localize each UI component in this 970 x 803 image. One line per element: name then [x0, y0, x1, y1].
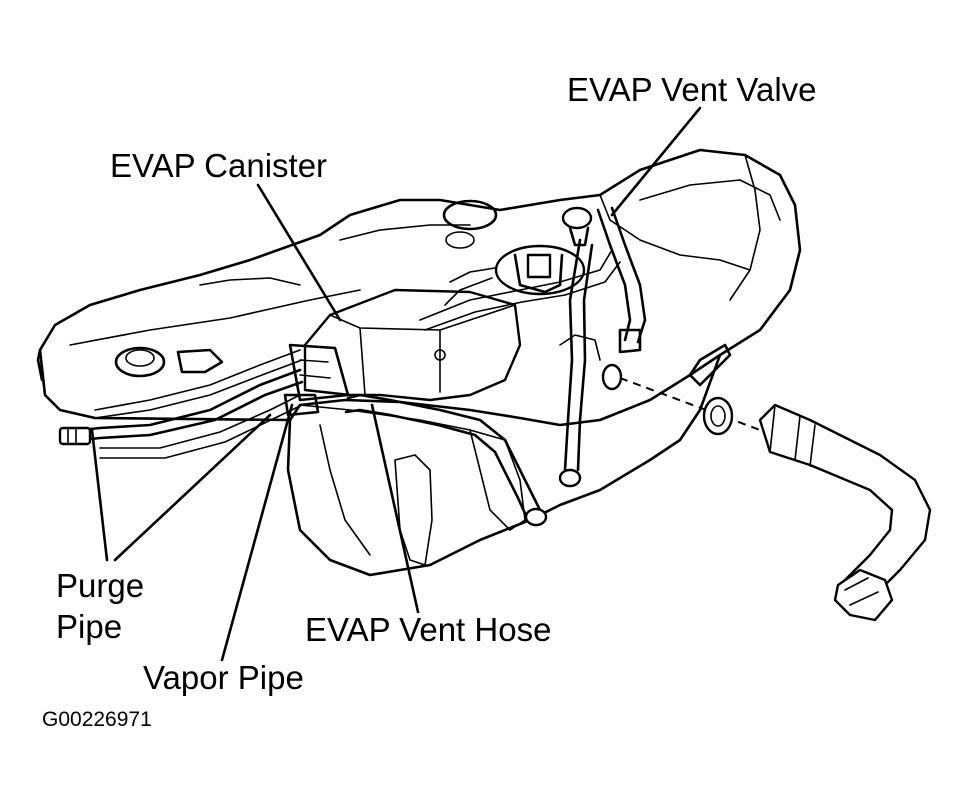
- label-purge-pipe-line1: Purge: [56, 567, 145, 604]
- fuel-filler-neck: [619, 377, 932, 622]
- evap-vent-hose-shape: [344, 249, 621, 527]
- figure-code: G00226971: [42, 708, 152, 731]
- leader-purge-pipe-a: [90, 428, 109, 562]
- evap-vent-valve-shape: [558, 206, 647, 488]
- label-purge-pipe-line2: Pipe: [56, 608, 123, 645]
- leader-lines: [90, 106, 702, 662]
- label-evap-vent-valve: EVAP Vent Valve: [567, 71, 817, 108]
- label-evap-canister: EVAP Canister: [110, 147, 328, 184]
- purge-vapor-pipes: [58, 349, 320, 459]
- label-vapor-pipe: Vapor Pipe: [143, 659, 304, 696]
- fuel-pump-assembly: [444, 244, 586, 306]
- leader-vapor-pipe: [220, 403, 294, 662]
- evap-canister-shape: [288, 288, 522, 402]
- leader-evap-vent-valve: [610, 106, 702, 217]
- leader-evap-vent-hose: [370, 403, 420, 614]
- leader-evap-canister: [256, 183, 342, 322]
- leader-purge-pipe-b: [113, 413, 272, 562]
- label-evap-vent-hose: EVAP Vent Hose: [305, 611, 552, 648]
